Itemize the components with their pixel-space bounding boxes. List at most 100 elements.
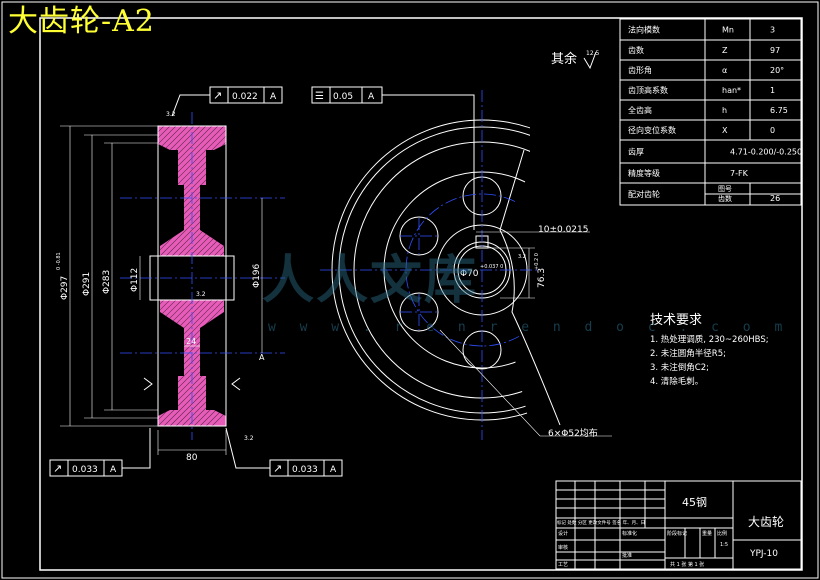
surface-finish-icon [583, 51, 597, 70]
surface-finish-value: 12.5 [586, 50, 600, 57]
param-sym: Z [722, 46, 728, 55]
runout-icon: ↗ [273, 462, 282, 475]
dim-bore-tol: +0.037 0 [480, 264, 503, 270]
hatch-line [158, 126, 226, 426]
param-sym: X [722, 126, 728, 135]
hatch-line [0, 126, 26, 426]
param-value: 26 [770, 194, 780, 203]
hatch-line [0, 126, 146, 426]
title-standard-label: 标准化 [622, 530, 637, 537]
title-review-label: 审核 [558, 544, 568, 551]
param-sym: Mn [722, 26, 734, 35]
param-value: 97 [770, 46, 780, 55]
runout-icon: ↗ [213, 89, 222, 102]
hatch-line [0, 126, 50, 426]
tol-datum: A [368, 92, 375, 102]
title-sheet-label: 共 1 张 第 1 张 [670, 561, 704, 568]
hatch-line [158, 126, 201, 426]
param-name: 齿形角 [628, 65, 652, 75]
tol-value: 0.033 [72, 465, 98, 475]
hatch-line [158, 126, 226, 426]
dim-keyway: 10±0.0215 [538, 225, 588, 235]
hatch-line [0, 126, 20, 426]
title-craft-label: 工艺 [558, 562, 568, 568]
hatch-line [0, 126, 56, 426]
hatch-line [158, 126, 226, 426]
hatch-line [158, 126, 226, 426]
hatch-line [0, 126, 32, 426]
dim-width: 80 [186, 453, 198, 463]
param-sym: h [722, 106, 727, 115]
dim-bore-front: Φ70 [460, 269, 479, 279]
hatch-line [158, 126, 195, 426]
hatch-line [158, 126, 226, 426]
front-view: 10±0.0215 76.3 +0.2 0 Φ70 +0.037 0 6×Φ52… [320, 90, 612, 440]
inner-border [39, 17, 803, 571]
tech-heading: 技术要求 [650, 313, 702, 328]
hatch-line [158, 126, 226, 426]
tol-frame-top-left: ↗ 0.022 A [171, 86, 283, 117]
datum-label: A [259, 353, 265, 362]
dim-bore: Φ196 [252, 263, 262, 288]
param-name: 齿厚 [628, 148, 644, 157]
surface-finish-label: 其余 [551, 51, 577, 67]
tol-value: 0.022 [232, 92, 258, 102]
title-weight-label: 重量 [702, 530, 712, 537]
hatch-line [158, 126, 226, 426]
param-name: 精度等级 [628, 168, 660, 178]
param-value: 1 [770, 86, 775, 95]
param-value: 20° [770, 66, 784, 75]
param-name: 全齿高 [628, 105, 652, 115]
hatch-line [158, 126, 226, 426]
tech-item: 2. 未注圆角半径R5; [650, 348, 726, 359]
title-scale: 1:5 [720, 542, 728, 548]
title-row1-label: 标记 处数 分区 更改文件号 签名 年、月、日 [557, 519, 645, 526]
hatch-line [0, 126, 116, 426]
hatch-line [0, 126, 38, 426]
tech-item: 4. 清除毛刺。 [650, 376, 703, 387]
tol-frame-bottom-right: ↗ 0.033 A [225, 427, 343, 477]
dim-keyway-depth: 76.3 [537, 268, 547, 288]
param-name: 配对齿轮 [628, 189, 660, 199]
param-value: 6.75 [770, 106, 788, 115]
title-part-name: 大齿轮 [748, 515, 784, 529]
hatch-line [0, 126, 8, 426]
hatch-line [158, 126, 226, 426]
param-value: 0 [770, 126, 775, 135]
param-name: 法向模数 [628, 25, 660, 35]
hatch-line [158, 126, 189, 426]
param-name: 径向变位系数 [628, 125, 676, 135]
hatch-line [0, 126, 86, 426]
watermark-url: w w w . r e n r e n d o c . c o m [268, 320, 791, 335]
title-drawing-no: YPJ-10 [749, 549, 778, 559]
finish-bottom: 3.2 [244, 435, 254, 442]
title-material: 45钢 [682, 496, 707, 509]
dim-mid: Φ291 [82, 272, 92, 296]
tech-item: 3. 未注倒角C2; [650, 362, 709, 373]
finish-keyway: 3.2 [518, 254, 526, 260]
hatch-line [0, 126, 62, 426]
watermark-logo: 人人文库 [262, 251, 479, 311]
param-value: 3 [770, 26, 775, 35]
dim-keyway-depth-tol: +0.2 0 [534, 253, 540, 270]
hatch-line [0, 126, 68, 426]
dim-holes: 6×Φ52均布 [548, 427, 598, 439]
title-approve-label: 批准 [622, 552, 632, 559]
tol-datum: A [110, 465, 117, 475]
tol-value: 0.05 [333, 92, 353, 102]
param-name: 齿顶高系数 [628, 85, 668, 95]
param-value: 4.71-0.200/-0.250 [730, 148, 802, 157]
tech-requirements: 技术要求 1. 热处理调质, 230~260HBS;2. 未注圆角半径R5;3.… [650, 313, 769, 387]
drawing-title: 大齿轮-A2 [8, 4, 155, 39]
tol-frame-top-mid: ☰ 0.05 A [311, 86, 475, 230]
tol-value: 0.033 [292, 465, 318, 475]
dim-outer-tol: 0 -0.81 [56, 252, 62, 270]
param-value: 7-FK [730, 169, 749, 178]
finish-top: 3.2 [166, 111, 176, 118]
title-design-label: 设计 [558, 530, 568, 537]
hatch-line [0, 126, 92, 426]
param-name: 齿数 [628, 45, 644, 55]
finish-hub: 3.2 [196, 291, 206, 298]
